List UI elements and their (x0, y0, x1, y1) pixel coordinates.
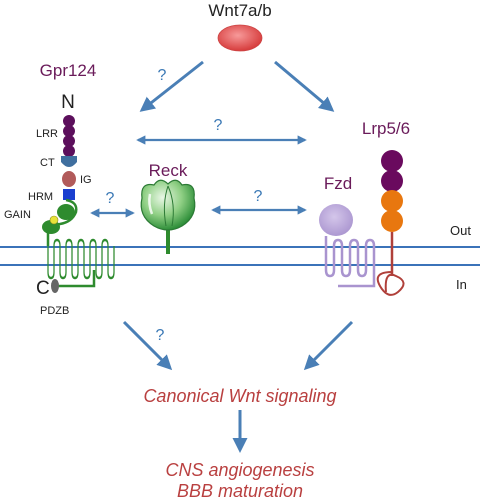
reck-lobe-line (163, 185, 169, 227)
fzd-crd (319, 204, 353, 236)
ct-domain (61, 156, 77, 167)
pdzb-label: PDZB (40, 305, 69, 317)
lrp-label: Lrp5/6 (362, 119, 410, 138)
question-gpr-reck: ? (106, 190, 115, 207)
arrow-wnt-to-reck (139, 60, 204, 112)
gpr124-ctail (54, 270, 96, 288)
canonical-wnt-label: Canonical Wnt signaling (143, 386, 336, 406)
pdzb-motif (51, 279, 59, 293)
outcome-bbb: BBB maturation (177, 481, 303, 501)
arrow-fzd-to-canonical (303, 320, 354, 371)
reck-lobe-line (167, 185, 174, 227)
c-terminus-label: C (36, 278, 50, 299)
question-wnt-reck: ? (158, 67, 167, 84)
question-top: ? (214, 117, 223, 134)
reck-label: Reck (149, 161, 188, 180)
question-reck-fzd: ? (254, 188, 263, 205)
lrp-purple-domain (381, 150, 403, 172)
reck-highlight (148, 193, 154, 215)
lrr-bead (63, 115, 75, 127)
lrr-bead (63, 125, 75, 137)
lrr-label: LRR (36, 128, 58, 140)
ig-domain (62, 171, 76, 187)
fzd-label: Fzd (324, 174, 352, 193)
arrow-wnt-to-fzd (274, 60, 335, 112)
lrp-orange-domain (381, 190, 403, 212)
ig-label: IG (80, 174, 92, 186)
arrow-gpr-to-canonical (122, 320, 173, 371)
fzd-7tm (324, 236, 376, 288)
gpr124-7tm (47, 238, 115, 280)
wnt-ligand (217, 24, 263, 52)
hrm-label: HRM (28, 191, 53, 203)
out-label: Out (450, 223, 471, 238)
lrp-receptor: Lrp5/6 (362, 119, 410, 296)
gain-domain (57, 204, 75, 220)
question-gpr-canonical: ? (156, 327, 165, 344)
gpr124-label: Gpr124 (40, 61, 97, 80)
hrm-domain (63, 189, 75, 200)
n-terminus-label: N (61, 92, 75, 113)
outcome-angiogenesis: CNS angiogenesis (165, 460, 314, 480)
gps-site (49, 215, 59, 225)
reck-globule (140, 179, 196, 231)
lrp-orange-domain (381, 210, 403, 232)
lrp-ctail (376, 271, 405, 296)
lrr-bead (63, 145, 75, 157)
reck-protein: Reck (140, 161, 196, 254)
in-label: In (456, 277, 467, 292)
fzd-receptor: Fzd (319, 174, 376, 288)
lrp-purple-domain (381, 170, 403, 192)
lrr-bead (63, 135, 75, 147)
wnt-label: Wnt7a/b (208, 1, 271, 20)
gpr124-receptor: Gpr124 N LRR CT IG HRM GAIN C PDZB (4, 61, 115, 317)
ct-label: CT (40, 157, 55, 169)
gain-label: GAIN (4, 209, 31, 221)
